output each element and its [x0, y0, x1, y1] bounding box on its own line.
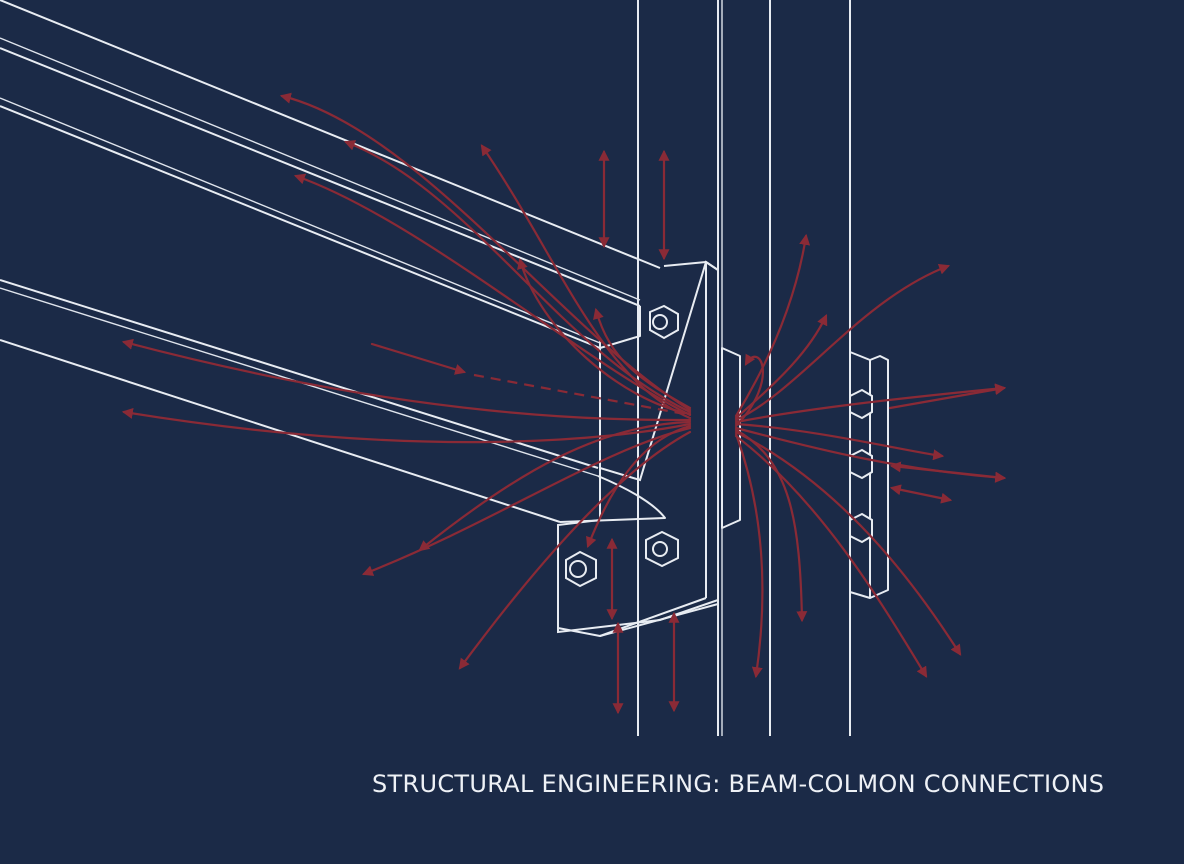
shear-tab — [721, 347, 741, 529]
force-flow-lines — [121, 92, 1007, 679]
column-left — [637, 0, 723, 736]
bolt-lower-left — [565, 550, 597, 588]
vertical-force-arrows — [598, 149, 680, 715]
diagram-caption: STRUCTURAL ENGINEERING: BEAM-COLMON CONN… — [372, 770, 1105, 798]
column-right — [769, 0, 851, 736]
bolt-lower-right — [645, 530, 679, 568]
bolt-column-2 — [849, 448, 873, 480]
upper-beam — [0, 0, 661, 349]
upper-connection-plate — [557, 260, 719, 637]
bolt-upper-beam — [649, 304, 679, 340]
lower-beam — [0, 279, 666, 523]
